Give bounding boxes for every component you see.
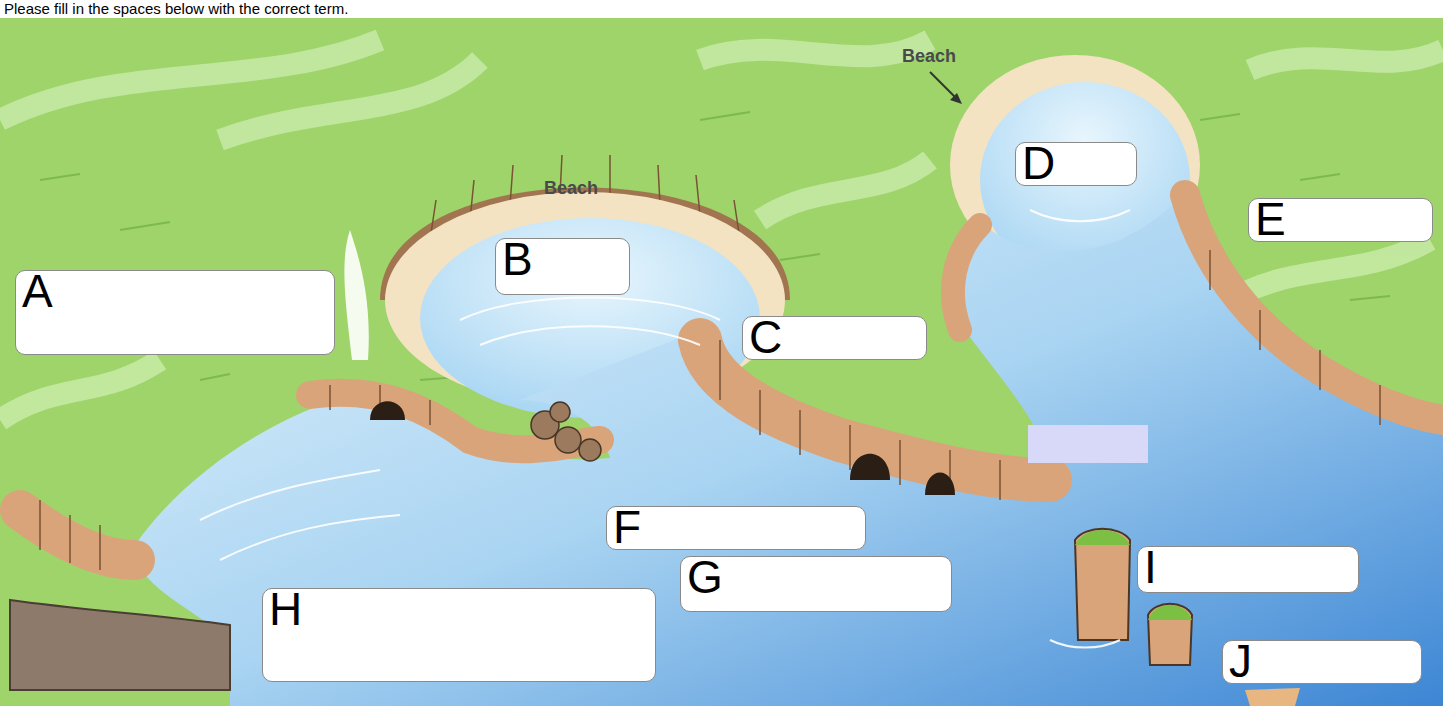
answer-letter: C xyxy=(743,317,782,357)
answer-box: C xyxy=(742,316,927,360)
answer-letter: E xyxy=(1249,199,1286,239)
answer-box: H xyxy=(262,588,656,682)
answer-box: D xyxy=(1015,142,1137,186)
answer-box: I xyxy=(1137,546,1359,593)
answer-letter: H xyxy=(263,589,302,629)
answer-letter: F xyxy=(607,507,641,547)
beach-label: Beach xyxy=(902,46,956,67)
answer-box: E xyxy=(1248,198,1433,242)
answer-letter: A xyxy=(16,271,53,311)
answer-letter: I xyxy=(1138,547,1157,587)
answer-box: A xyxy=(15,270,335,355)
answer-box: B xyxy=(495,238,630,295)
answer-letter: B xyxy=(496,239,533,279)
answer-box: J xyxy=(1222,640,1422,684)
answer-box: G xyxy=(680,556,952,612)
answer-box: F xyxy=(606,506,866,550)
answer-letter: J xyxy=(1223,641,1252,681)
beach-label: Beach xyxy=(544,178,598,199)
answer-letter: D xyxy=(1016,143,1055,183)
worksheet-instruction: Please fill in the spaces below with the… xyxy=(4,0,348,17)
answer-letter: G xyxy=(681,557,723,597)
